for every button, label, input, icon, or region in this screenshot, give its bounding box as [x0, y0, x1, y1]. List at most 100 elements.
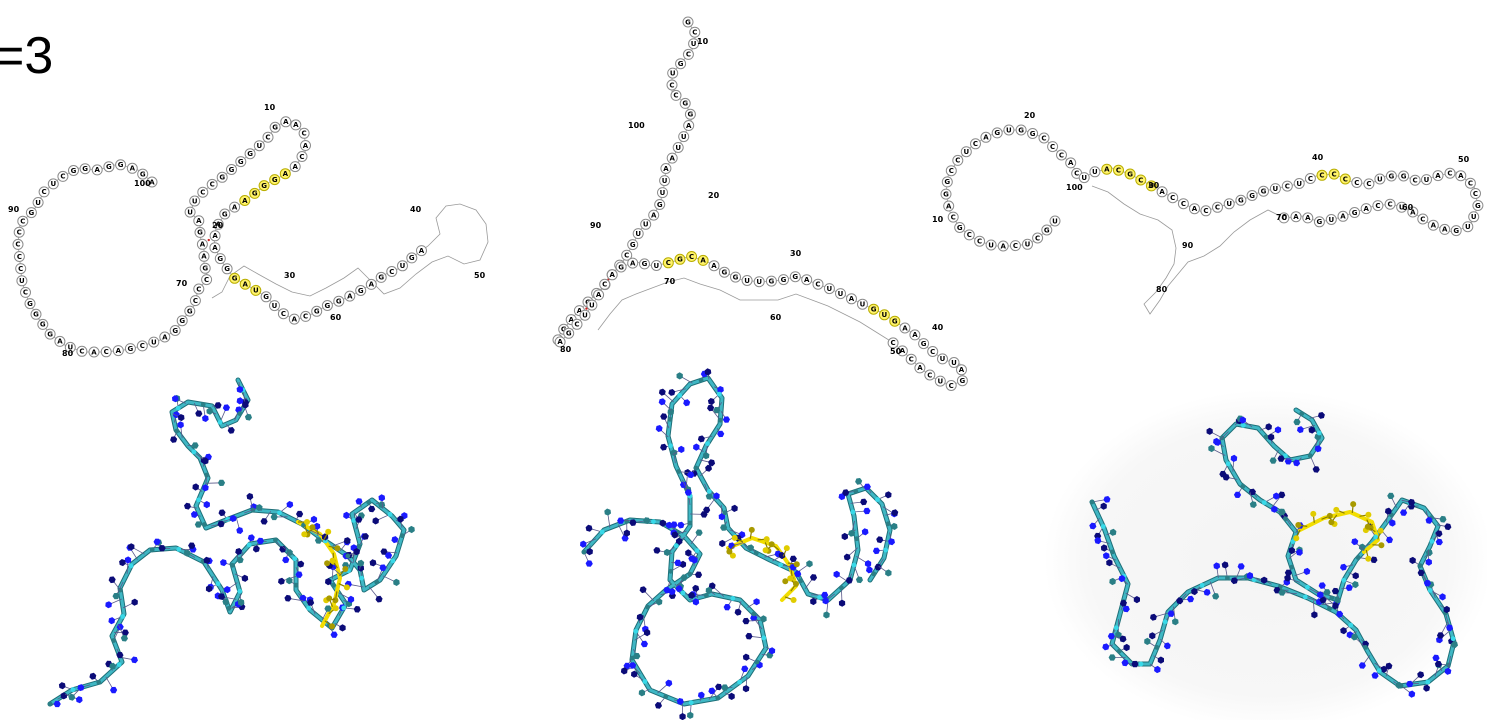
nucleotide: A [914, 362, 926, 374]
base-ring [1271, 505, 1278, 513]
highlighted-ribbon-segment [1298, 510, 1380, 554]
svg-text:U: U [827, 285, 833, 293]
svg-text:C: C [1420, 215, 1425, 223]
base-ring [170, 436, 178, 443]
svg-text:G: G [722, 269, 728, 277]
base-ring [1119, 635, 1127, 643]
backbone-ribbon [1090, 408, 1456, 688]
base-ring [750, 614, 758, 622]
phosphate-node [633, 628, 639, 634]
phosphate-node [677, 393, 683, 398]
nucleotide: A [708, 260, 720, 272]
svg-text:C: C [17, 253, 22, 261]
highlighted-base [1365, 511, 1372, 518]
nucleotide: G [765, 275, 777, 287]
backbone-ribbon [48, 378, 406, 706]
nucleotide: G [654, 199, 666, 210]
nucleotide: A [801, 274, 813, 286]
index-label: 70 [664, 277, 676, 286]
phosphate-node [1289, 564, 1295, 570]
svg-text:U: U [882, 311, 888, 319]
nucleotide: A [112, 345, 124, 357]
base-ring [1100, 502, 1107, 510]
base-ring [1323, 589, 1331, 596]
base-ring [235, 548, 243, 555]
phosphate-node [47, 701, 53, 707]
svg-text:C: C [1447, 170, 1452, 178]
index-label: 60 [770, 313, 782, 322]
base-ring [1213, 562, 1221, 570]
svg-text:G: G [358, 287, 364, 295]
phosphate-node [1425, 679, 1431, 685]
svg-text:G: G [642, 260, 648, 268]
nucleotide: G [1246, 190, 1258, 201]
phosphate-node [761, 635, 767, 641]
base-ring [585, 560, 593, 567]
svg-text:G: G [232, 275, 238, 283]
nucleotide: A [88, 346, 100, 358]
phosphate-node [117, 587, 123, 593]
base-ring [1278, 589, 1286, 596]
base-ring [705, 586, 713, 595]
nucleotide: G [375, 271, 387, 283]
phosphate-node [1199, 583, 1205, 588]
base-ring [119, 559, 126, 567]
phosphate-node [1263, 434, 1269, 440]
svg-text:U: U [756, 278, 762, 286]
svg-text:C: C [973, 140, 978, 148]
base-ring [131, 598, 138, 606]
phosphate-node [96, 679, 102, 685]
base-ring [1214, 439, 1221, 446]
svg-text:G: G [630, 241, 636, 249]
highlighted-base [762, 547, 769, 554]
svg-text:A: A [283, 118, 289, 126]
nucleotide: U [1078, 172, 1090, 184]
phosphate-node [854, 536, 860, 542]
nucleotide: C [974, 235, 986, 247]
base-ring [184, 502, 191, 510]
svg-text:C: C [692, 29, 697, 37]
phosphate-node [351, 518, 357, 523]
svg-text:A: A [1192, 205, 1198, 213]
base-ring [845, 577, 853, 584]
phosphate-node [1305, 584, 1310, 590]
svg-text:G: G [781, 276, 787, 284]
nucleotide: G [199, 262, 211, 274]
nucleotide: U [640, 218, 652, 230]
base-ring [158, 545, 166, 552]
base-ring [659, 519, 666, 527]
phosphate-node [778, 562, 783, 568]
base-ring [1103, 496, 1111, 503]
base-ring [353, 606, 361, 613]
base-ring [855, 576, 863, 584]
base-ring [639, 586, 647, 594]
base-ring [1352, 572, 1359, 580]
nucleotide: C [100, 346, 112, 358]
index-label: 50 [1458, 155, 1470, 164]
base-ring [1191, 587, 1198, 596]
svg-text:C: C [949, 382, 954, 390]
base-ring [202, 457, 209, 465]
base-ring [218, 509, 226, 517]
index-label: 10 [932, 215, 944, 224]
nucleotide: A [943, 200, 955, 212]
base-ring [665, 521, 673, 529]
highlighted-base [326, 595, 333, 602]
nucleotide: C [945, 165, 957, 177]
phosphate-node [698, 377, 704, 383]
svg-text:U: U [1226, 200, 1232, 208]
base-ring [236, 556, 244, 564]
index-label: 40 [932, 323, 944, 332]
index-label: 100 [628, 121, 645, 130]
svg-text:C: C [20, 218, 25, 226]
highlighted-base [1310, 510, 1317, 517]
highlighted-base [726, 548, 733, 555]
base-ring [720, 524, 728, 531]
nucleotide: G [1124, 168, 1136, 180]
svg-text:A: A [283, 170, 289, 178]
nucleotide: A [1360, 203, 1372, 215]
base-ring [177, 414, 185, 422]
base-ring [214, 402, 222, 409]
base-ring [1443, 605, 1450, 614]
phosphate-node [128, 563, 134, 569]
